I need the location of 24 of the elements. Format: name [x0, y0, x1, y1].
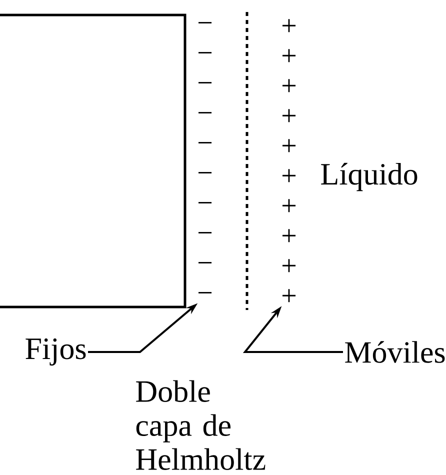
plus-sign: + [282, 229, 296, 242]
minus-sign: − [198, 262, 212, 264]
minus-sign: − [198, 82, 212, 84]
minus-sign: − [198, 142, 212, 144]
plus-sign: + [282, 139, 296, 152]
caption-text: Doble capa de Helmholtz [136, 380, 266, 470]
minus-sign: − [198, 172, 212, 174]
plus-sign: + [282, 259, 296, 272]
minus-sign: − [198, 232, 212, 234]
plus-sign: + [282, 199, 296, 212]
minus-sign: − [198, 202, 212, 204]
plus-sign: + [282, 19, 296, 32]
minus-sign: − [198, 112, 212, 114]
region-label: Líquido [321, 162, 418, 192]
plus-sign: + [282, 169, 296, 182]
label-text: Móviles [345, 341, 445, 363]
plus-sign: + [282, 289, 296, 302]
plus-sign: + [282, 109, 296, 122]
plus-sign: + [282, 49, 296, 62]
label-text: Fijos [26, 338, 86, 366]
minus-sign: − [198, 22, 212, 24]
plus-sign: + [282, 79, 296, 92]
minus-sign: − [198, 52, 212, 54]
minus-sign: − [198, 292, 212, 294]
